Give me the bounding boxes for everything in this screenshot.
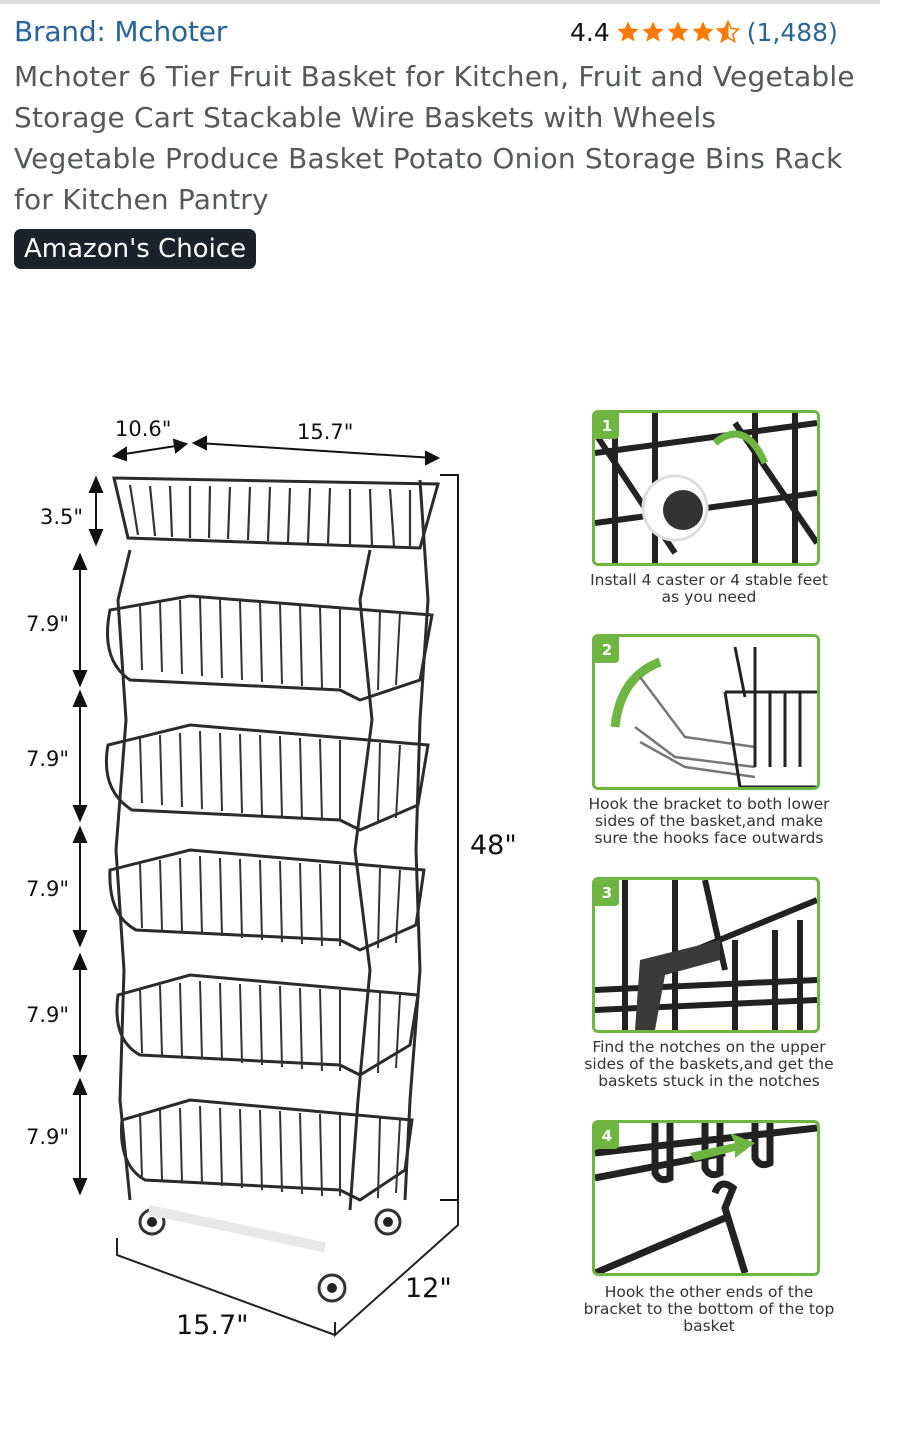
amazons-choice-badge[interactable]: Amazon's Choice [14, 229, 257, 269]
step-number-badge: 1 [595, 413, 619, 439]
star-full-icon [617, 21, 639, 42]
step-number-badge: 3 [595, 880, 619, 906]
dimension-tier-spacing: 7.9" [26, 747, 70, 771]
install-step-1: 1 Install 4 caster or 4 stable feet as y… [580, 410, 860, 620]
notch-illustration [595, 880, 817, 1030]
bracket-illustration [610, 646, 817, 787]
step-number-badge: 4 [595, 1123, 619, 1149]
install-step-4: 4 Hook the other ends of the bracket to … [580, 1120, 860, 1345]
install-step-3: 3 Find the notches on the upper sides of… [580, 877, 860, 1097]
dimension-top-depth: 10.6" [115, 417, 172, 441]
install-step-2: 2 Hook the bracket to both lower sides o… [580, 634, 860, 854]
dimension-base-depth: 12" [405, 1273, 452, 1304]
star-half-icon [715, 20, 740, 44]
top-divider [0, 0, 880, 4]
dimension-tier-spacing: 7.9" [26, 612, 70, 636]
dimension-base-width: 15.7" [176, 1310, 249, 1341]
dimension-tier-spacing: 7.9" [26, 877, 70, 901]
basket-rack-illustration [72, 435, 459, 1338]
star-full-icon [642, 21, 664, 42]
star-full-icon [667, 21, 689, 42]
step-caption: Find the notches on the upper sides of t… [584, 1038, 834, 1090]
dimension-top-basket-height: 3.5" [40, 505, 84, 529]
step-image: 1 [592, 410, 820, 566]
step-number-badge: 2 [595, 637, 619, 663]
step-caption: Hook the bracket to both lower sides of … [588, 795, 830, 847]
brand-link[interactable]: Brand: Mchoter [14, 15, 228, 48]
product-title: Mchoter 6 Tier Fruit Basket for Kitchen,… [14, 60, 855, 216]
rating-value: 4.4 [570, 17, 610, 47]
rating-count-link[interactable]: (1,488) [746, 17, 838, 47]
star-full-icon [692, 21, 714, 42]
dimension-total-height: 48" [470, 830, 517, 861]
hook-illustration [595, 1123, 817, 1273]
rating-summary[interactable]: 4.4 (1,488) [570, 14, 838, 50]
dimension-top-width: 15.7" [297, 420, 354, 444]
step-image: 2 [592, 634, 820, 790]
product-image[interactable]: 10.6" 15.7" 3.5" 7.9" 7.9" 7.9" 7.9" 7.9… [0, 400, 899, 1360]
dimension-tier-spacing: 7.9" [26, 1125, 70, 1149]
step-image: 3 [592, 877, 820, 1033]
step-caption: Hook the other ends of the bracket to th… [583, 1283, 835, 1335]
dimension-tier-spacing: 7.9" [26, 1003, 70, 1027]
step-image: 4 [592, 1120, 820, 1276]
step-caption: Install 4 caster or 4 stable feet as you… [590, 571, 828, 606]
star-rating [616, 20, 741, 44]
caster-illustration [595, 413, 817, 563]
